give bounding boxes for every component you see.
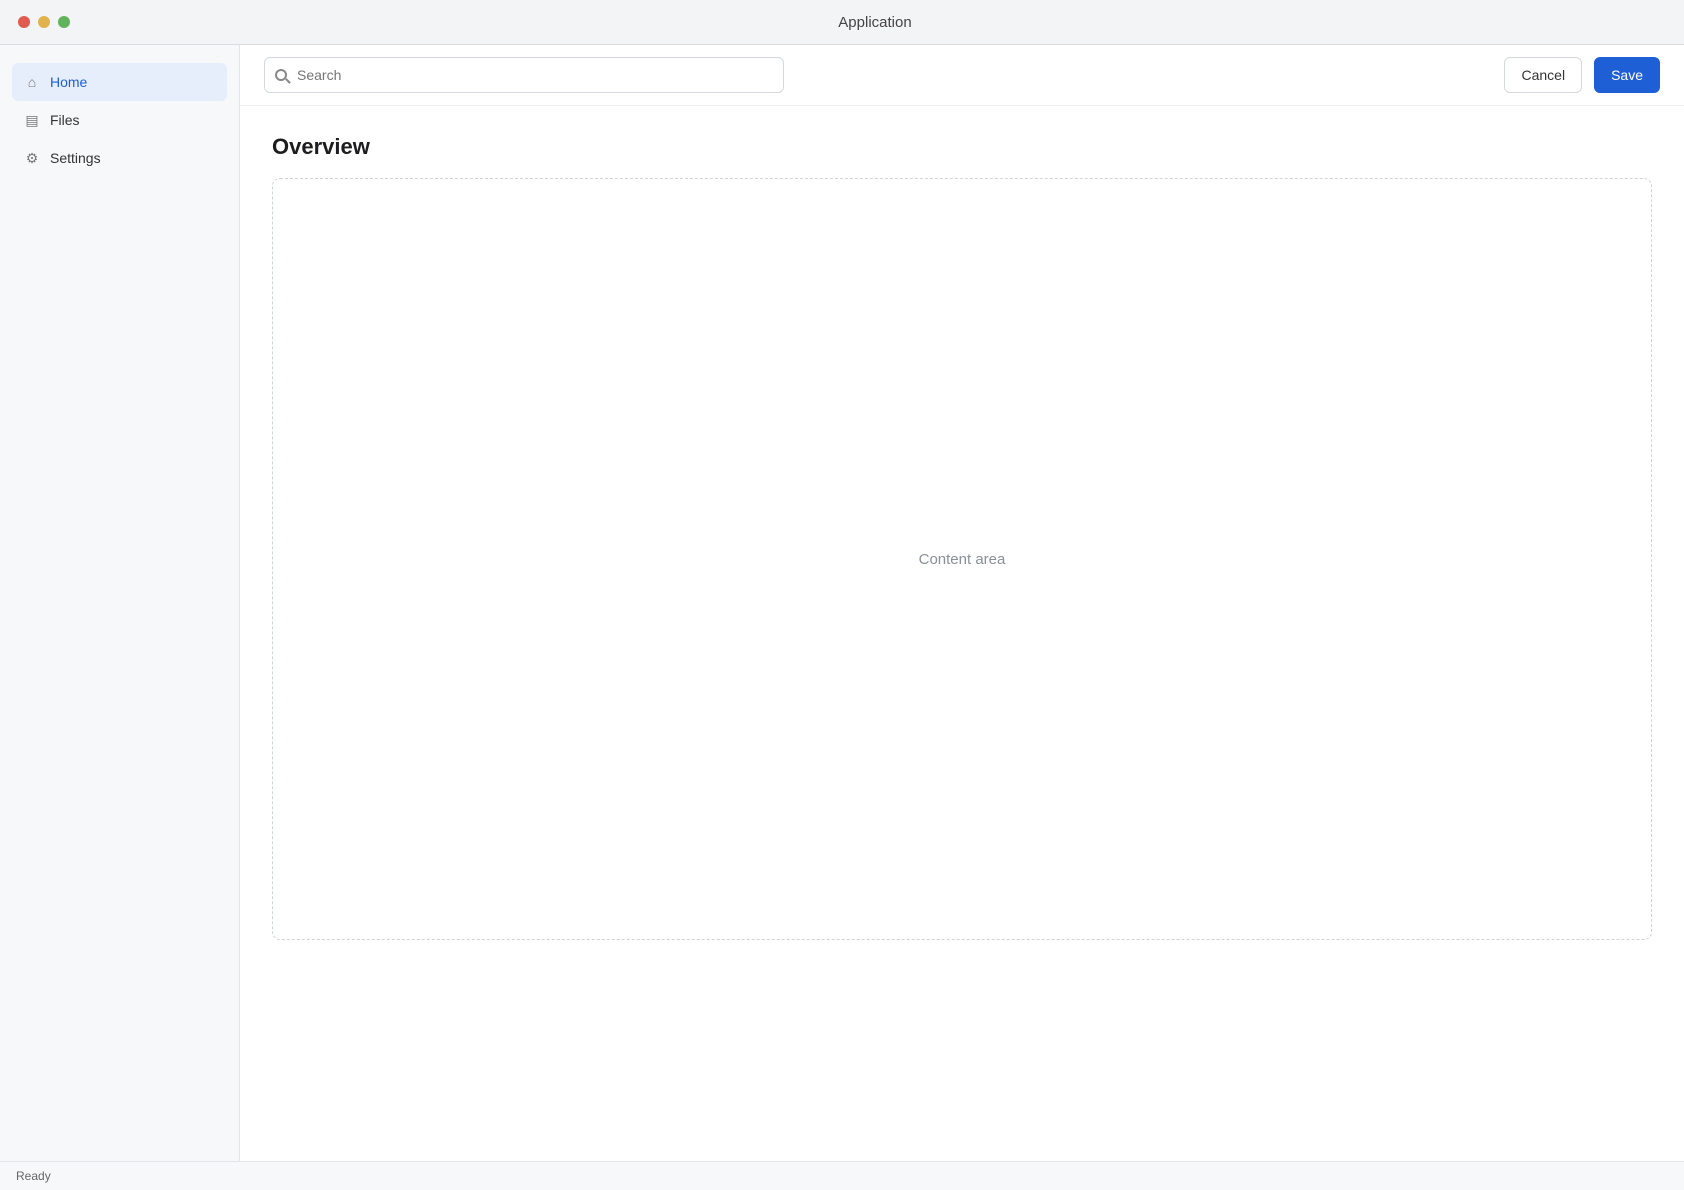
status-bar: Ready (0, 1161, 1684, 1190)
window-title: Application (838, 13, 912, 31)
cancel-button[interactable]: Cancel (1504, 57, 1583, 93)
sidebar-item-settings[interactable]: ⚙ Settings (12, 139, 227, 177)
content-placeholder: Content area (918, 550, 1006, 568)
app-body: ⌂ Home ▤ Files ⚙ Settings Cancel Save (0, 45, 1684, 1161)
search-box[interactable] (264, 57, 784, 93)
maximize-window-button[interactable] (58, 16, 70, 28)
sidebar-item-label: Home (50, 74, 88, 90)
close-window-button[interactable] (18, 16, 30, 28)
status-text: Ready (16, 1169, 51, 1183)
sidebar: ⌂ Home ▤ Files ⚙ Settings (0, 45, 240, 1161)
main-area: Cancel Save Overview Content area (240, 45, 1684, 1161)
save-button[interactable]: Save (1594, 57, 1660, 93)
title-bar: Application (0, 0, 1684, 45)
sidebar-item-label: Settings (50, 150, 101, 166)
home-icon: ⌂ (27, 74, 37, 90)
minimize-window-button[interactable] (38, 16, 50, 28)
sidebar-item-home[interactable]: ⌂ Home (12, 63, 227, 101)
sidebar-item-label: Files (50, 112, 80, 128)
content-panel: Content area (272, 178, 1652, 940)
page-title: Overview (272, 134, 370, 159)
search-input[interactable] (295, 66, 773, 84)
search-icon (275, 69, 287, 81)
gear-icon: ⚙ (25, 149, 39, 166)
toolbar: Cancel Save (240, 45, 1684, 106)
content: Overview Content area (240, 106, 1684, 1161)
folder-icon: ▤ (25, 111, 39, 128)
sidebar-item-files[interactable]: ▤ Files (12, 101, 227, 139)
window-controls (18, 16, 70, 28)
